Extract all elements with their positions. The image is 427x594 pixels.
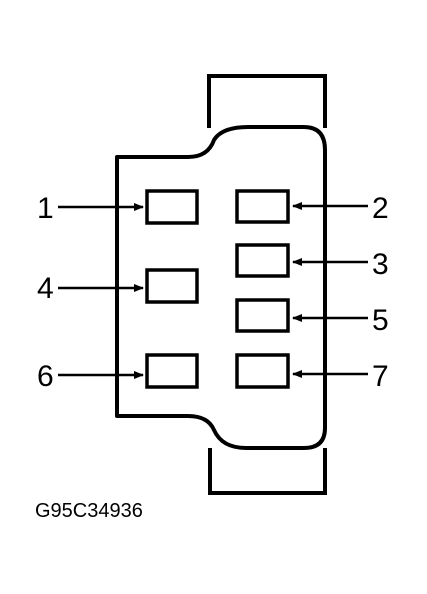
connector-bottom-tab [208, 448, 327, 495]
connector-body [115, 125, 327, 450]
pin-cavity-1 [145, 189, 199, 225]
pin-cavity-6 [145, 353, 199, 389]
pin-label-6: 6 [37, 360, 54, 393]
pin-cavity-2 [235, 189, 290, 224]
pin-label-2: 2 [372, 192, 389, 225]
pin-cavity-3 [235, 243, 290, 278]
pin-cavity-7 [235, 353, 290, 389]
pin-cavity-4 [145, 268, 199, 304]
pin-label-4: 4 [37, 272, 54, 305]
pin-label-5: 5 [372, 304, 389, 337]
pin-label-7: 7 [372, 360, 389, 393]
pin-label-3: 3 [372, 248, 389, 281]
pin-cavity-5 [235, 298, 290, 333]
figure-reference-code: G95C34936 [35, 500, 143, 522]
pin-label-1: 1 [37, 192, 54, 225]
connector-top-tab [207, 74, 327, 128]
